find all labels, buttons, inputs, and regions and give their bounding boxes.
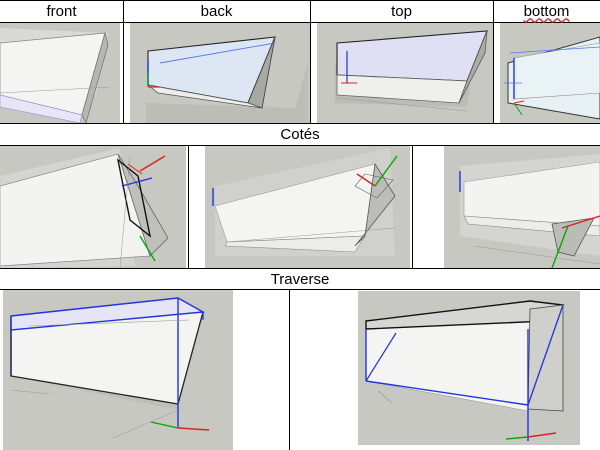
top-view-image — [317, 23, 493, 123]
section-title-cotes: Cotés — [280, 125, 320, 143]
section-divider — [0, 145, 600, 146]
front-view-image — [0, 23, 120, 123]
cotes-view-3-image — [444, 146, 600, 268]
column-divider — [123, 0, 124, 123]
cotes-view-2-image — [205, 146, 410, 268]
header-row-divider — [0, 22, 600, 23]
row-divider — [0, 268, 600, 269]
cotes-view-1-image — [0, 146, 186, 268]
header-bottom: bottom — [523, 2, 570, 20]
section-title-traverse: Traverse — [270, 270, 330, 288]
traverse-view-1-image — [3, 290, 233, 450]
column-divider — [493, 0, 494, 123]
header-front: front — [46, 2, 77, 20]
column-divider — [289, 289, 290, 450]
column-divider — [188, 145, 189, 268]
header-back: back — [200, 2, 233, 20]
column-divider — [310, 0, 311, 123]
header-top: top — [391, 2, 412, 20]
back-view-image — [130, 23, 310, 123]
section-divider — [0, 289, 600, 290]
row-divider — [0, 123, 600, 124]
bottom-view-image — [500, 23, 600, 123]
table-border-top — [0, 0, 600, 1]
traverse-view-2-image — [358, 291, 580, 445]
column-divider — [412, 145, 413, 268]
